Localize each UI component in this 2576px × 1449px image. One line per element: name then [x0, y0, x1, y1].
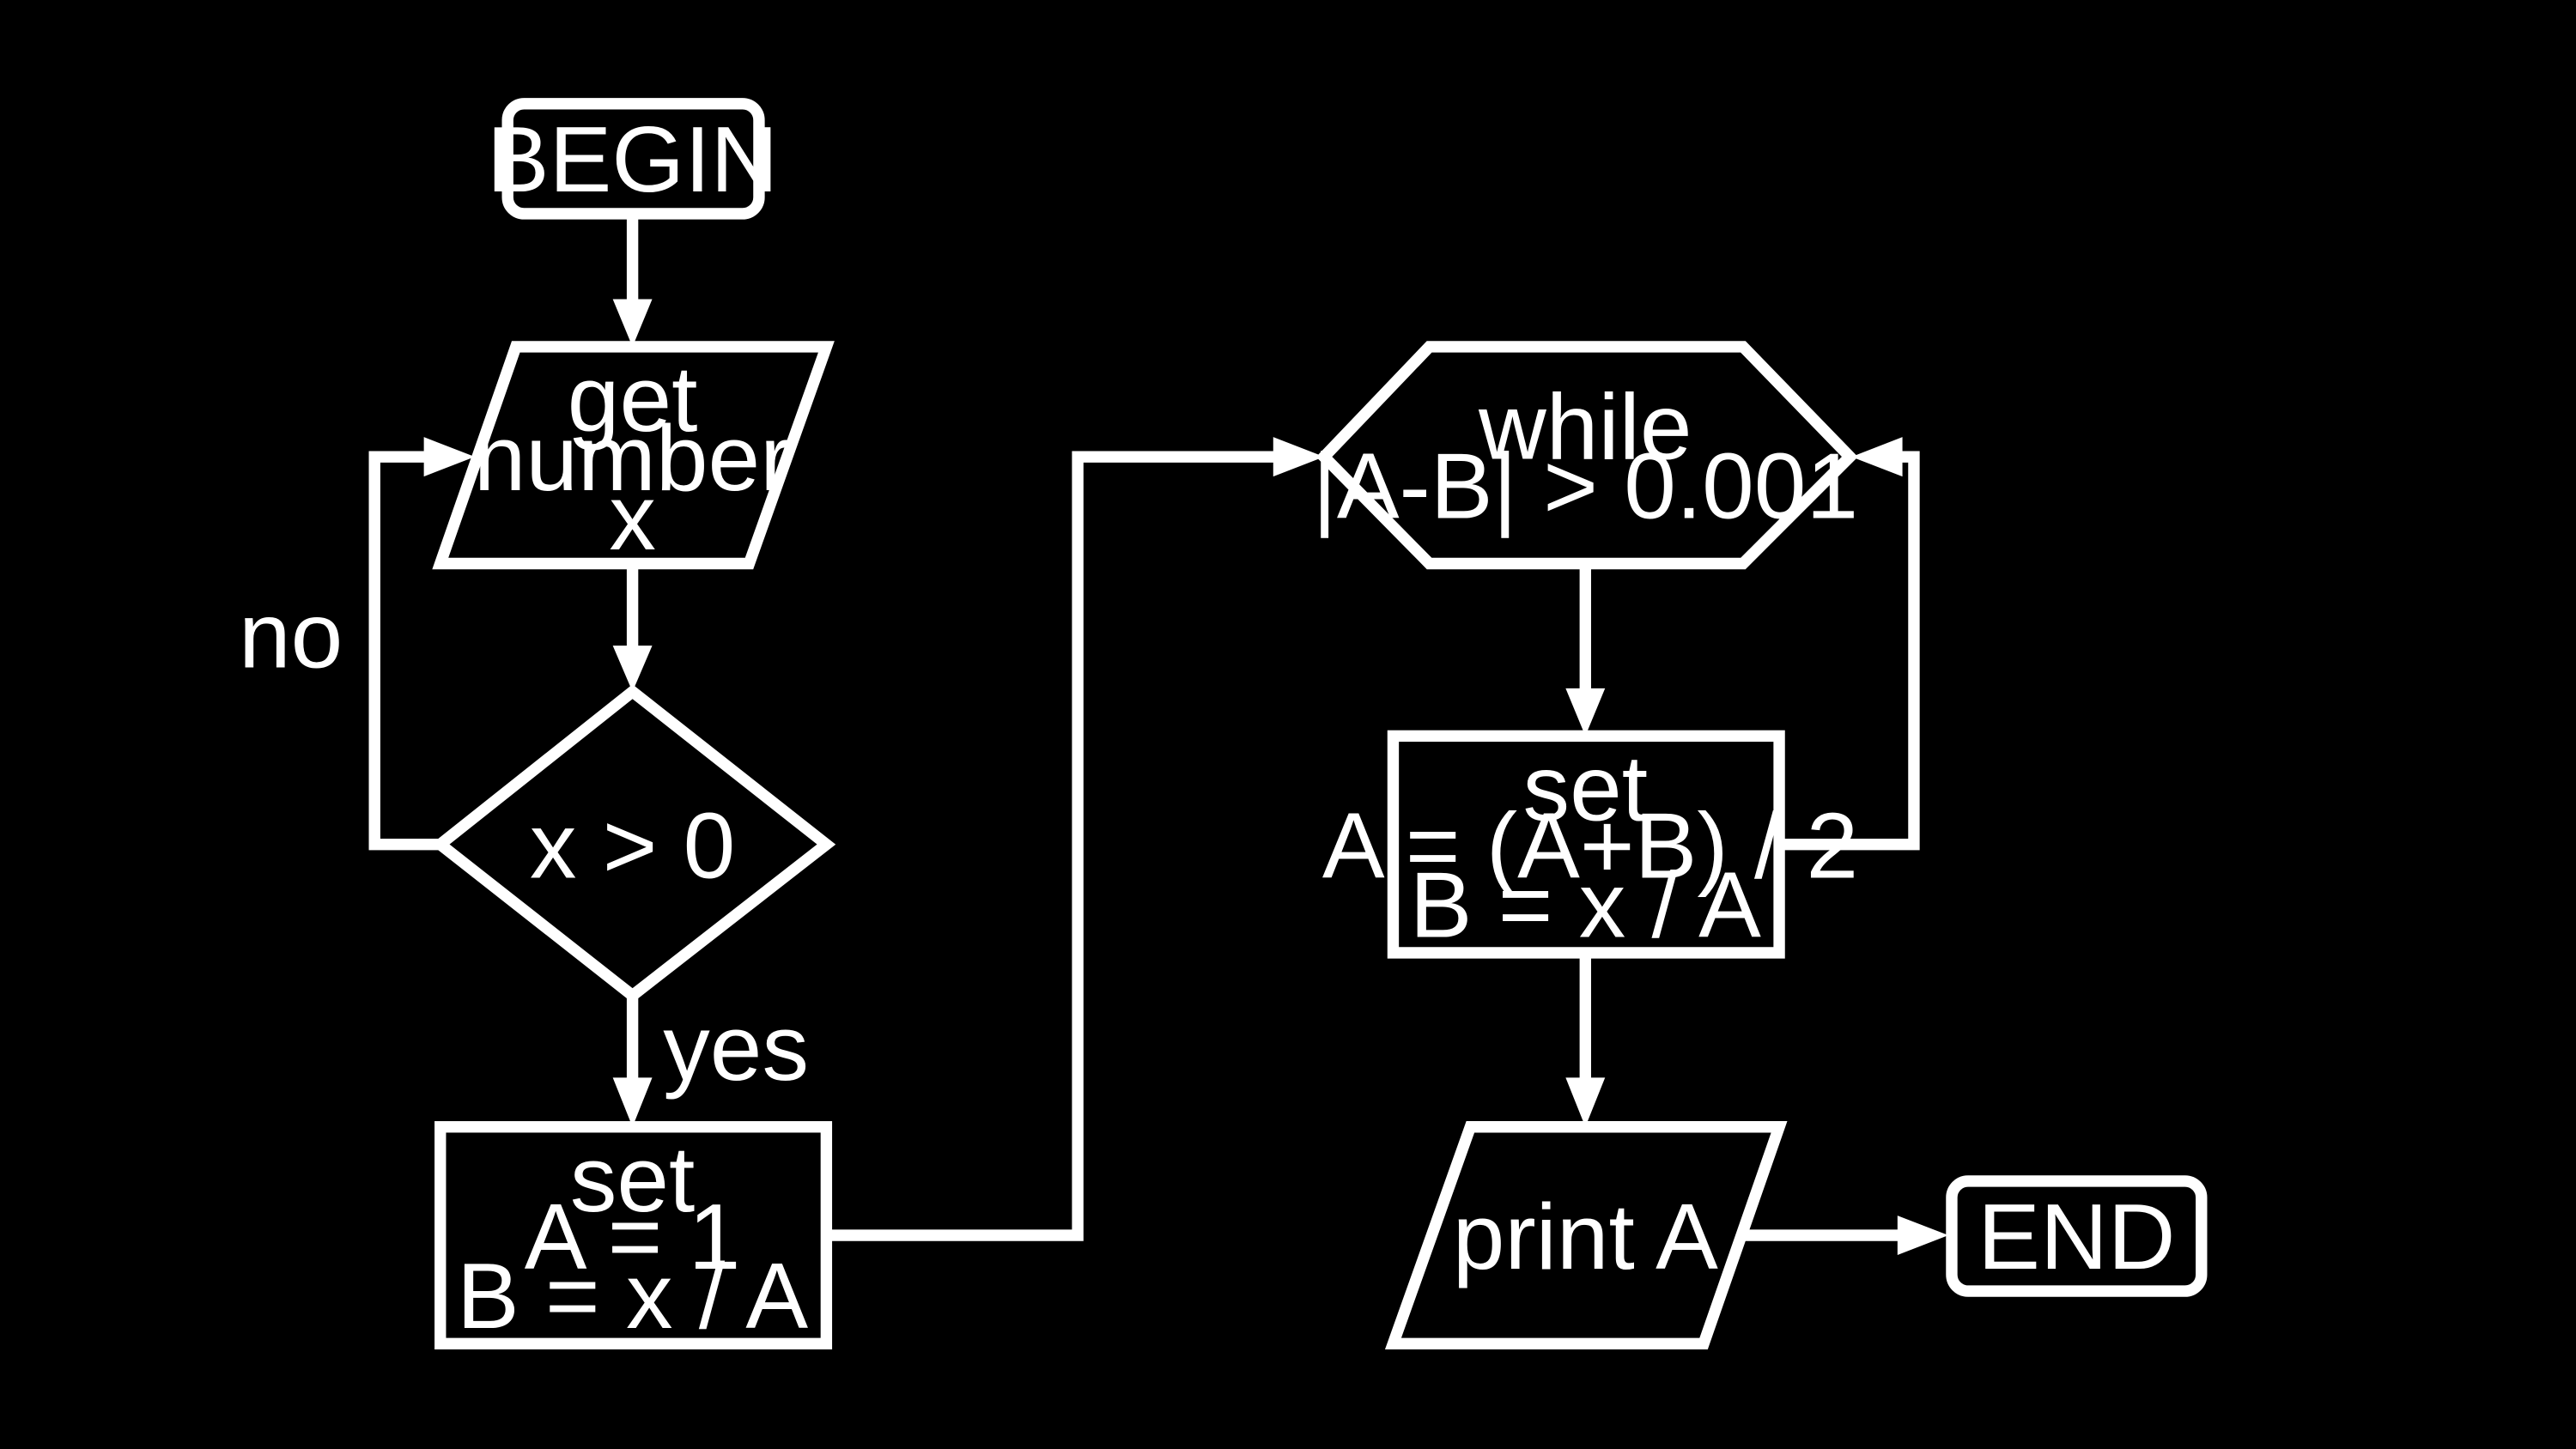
arrowhead-print-to-end: [1897, 1216, 1949, 1255]
decision-check-shape: [430, 684, 836, 1003]
terminal-begin-shape: [501, 98, 765, 220]
arrowhead-no-loopback: [423, 437, 475, 477]
process-update-shape: [1387, 730, 1785, 959]
node-get-number: get number x: [432, 341, 835, 570]
node-while-line-1: while: [1478, 375, 1692, 480]
node-check-label: x > 0: [530, 794, 735, 899]
node-begin: BEGIN: [487, 98, 778, 220]
node-check-positive: x > 0: [430, 684, 836, 1003]
edge-check-no-loopback: [368, 451, 440, 851]
node-while-line-2: |A-B| > 0.001: [1313, 434, 1859, 539]
node-init-line-2: A = 1: [525, 1185, 741, 1289]
node-print: print A: [1384, 1121, 1788, 1349]
connectors: [368, 213, 1949, 1255]
node-update-line-2: A = (A+B) / 2: [1322, 794, 1858, 899]
node-init-line-1: set: [570, 1127, 695, 1232]
arrowhead-loop-to-update: [1565, 688, 1606, 737]
arrowhead-begin-to-get: [612, 299, 653, 347]
terminal-end-shape: [1946, 1175, 2208, 1297]
arrowhead-update-to-print: [1565, 1077, 1606, 1127]
edge-label-yes: yes: [663, 996, 809, 1100]
node-print-label: print A: [1453, 1185, 1718, 1289]
node-update-line-3: B = x / A: [1410, 852, 1761, 957]
node-init: set A = 1 B = x / A: [434, 1121, 833, 1349]
node-end: END: [1946, 1175, 2208, 1297]
edge-init-to-loop: [828, 451, 1287, 1241]
node-update: set A = (A+B) / 2 B = x / A: [1322, 730, 1858, 959]
node-end-label: END: [1978, 1185, 2175, 1289]
node-begin-label: BEGIN: [487, 107, 778, 212]
arrowhead-get-to-check: [612, 646, 653, 692]
output-print-shape: [1384, 1121, 1788, 1349]
node-get-number-line-3: x: [609, 465, 656, 570]
node-while-loop: while |A-B| > 0.001: [1313, 341, 1859, 570]
node-init-line-3: B = x / A: [457, 1244, 808, 1349]
loop-while-shape: [1315, 341, 1858, 570]
node-update-line-1: set: [1523, 737, 1648, 841]
arrowhead-yes-to-init: [612, 1077, 653, 1127]
input-get-number-shape: [432, 341, 835, 570]
node-get-number-line-2: number: [474, 406, 792, 511]
arrowhead-init-to-loop: [1273, 437, 1325, 477]
node-get-number-line-1: get: [568, 347, 698, 452]
arrowhead-update-loopback: [1851, 437, 1903, 477]
edge-update-loopback: [1780, 451, 1920, 851]
process-init-shape: [434, 1121, 833, 1349]
edge-label-no: no: [239, 584, 343, 688]
